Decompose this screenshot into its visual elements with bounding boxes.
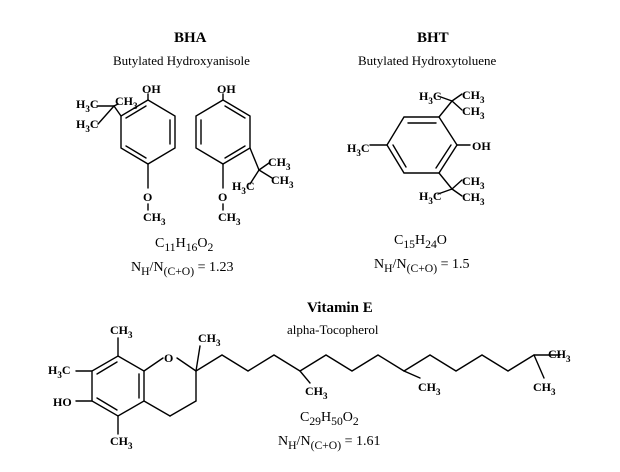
bha1-methoxy-oxygen-label: O	[143, 190, 152, 204]
bht-bottom-methyl-label-2: CH3	[462, 190, 485, 207]
vitamin-e-methyl-label-bottom: CH3	[110, 434, 133, 451]
vitamin-e-methyl-label-top: CH3	[110, 323, 133, 340]
bht-structure	[369, 93, 471, 197]
vitamin-e-methyl-label-left: H3C	[48, 363, 71, 380]
bht-full-name: Butylated Hydroxytoluene	[358, 53, 497, 68]
bha2-methyl-label-1: CH3	[268, 155, 291, 172]
vitamin-e-methyl-label-chain-1: CH3	[305, 384, 328, 401]
bha1-hydroxyl-label: OH	[142, 82, 161, 96]
bha-name: BHA	[174, 30, 207, 46]
bha2-methyl-label-3: H3C	[232, 179, 255, 196]
bht-top-methyl-label-2: CH3	[462, 88, 485, 105]
bha1-methyl-label-2: CH3	[115, 94, 138, 111]
bht-top-methyl-label-3: CH3	[462, 104, 485, 121]
bha-isomer-1-structure	[96, 93, 176, 211]
vitamin-e-structure	[75, 337, 561, 435]
bht-bottom-methyl-label-3: H3C	[419, 189, 442, 206]
bht-nh-ratio: NH/N(C+O) = 1.5	[374, 257, 470, 275]
vitamin-e-hydroxyl-label: HO	[53, 395, 72, 409]
bht-formula: C15H24O	[394, 233, 447, 251]
bha-isomer-2-structure	[195, 93, 273, 211]
bht-bottom-methyl-label-1: CH3	[462, 174, 485, 191]
vitamin-e-nh-ratio: NH/N(C+O) = 1.61	[278, 434, 381, 452]
bha1-methyl-label-3: H3C	[76, 117, 99, 134]
bht-name: BHT	[417, 30, 449, 46]
bha-nh-ratio: NH/N(C+O) = 1.23	[131, 260, 234, 278]
bha1-methyl-label-1: H3C	[76, 97, 99, 114]
bha2-methoxy-methyl-label: CH3	[218, 210, 241, 227]
bha-full-name: Butylated Hydroxyanisole	[113, 53, 250, 68]
bht-para-methyl-label: H3C	[347, 141, 370, 158]
vitamin-e-ring-oxygen-label: O	[164, 351, 173, 365]
vitamin-e-full-name: alpha-Tocopherol	[287, 322, 379, 337]
bha2-hydroxyl-label: OH	[217, 82, 236, 96]
vitamin-e-methyl-label-chain-2: CH3	[418, 380, 441, 397]
bha-formula: C11H16O2	[155, 236, 214, 254]
bht-hydroxyl-label: OH	[472, 139, 491, 153]
bha2-methyl-label-2: CH3	[271, 173, 294, 190]
vitamin-e-methyl-label-terminal-2: CH3	[533, 380, 556, 397]
vitamin-e-formula: C29H50O2	[300, 410, 359, 428]
bht-top-methyl-label-1: H3C	[419, 89, 442, 106]
vitamin-e-name: Vitamin E	[307, 300, 373, 316]
vitamin-e-methyl-label-terminal-1: CH3	[548, 347, 571, 364]
vitamin-e-methyl-label-c2: CH3	[198, 331, 221, 348]
bha1-methoxy-methyl-label: CH3	[143, 210, 166, 227]
bha2-methoxy-oxygen-label: O	[218, 190, 227, 204]
